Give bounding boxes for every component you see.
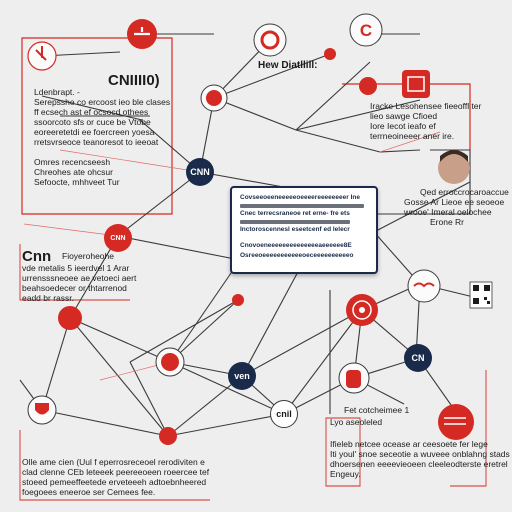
cnn-left-big: Cnn bbox=[22, 248, 52, 265]
top-right-heading: Hew Diatllill: bbox=[258, 60, 318, 71]
node-cnn-left: CNN bbox=[186, 158, 214, 186]
left-top-line-3: ssoorcoto sfs or cuce be Vtobe bbox=[34, 117, 151, 127]
left-top-lead: Ldenbrapt. - bbox=[34, 87, 80, 97]
bottom-right-line-4: Engeuy. bbox=[330, 469, 361, 479]
left-top-line-1: Serepsshe co ercoost ieo ble clases bbox=[34, 97, 171, 107]
node-cnn-small-label: CNN bbox=[110, 234, 126, 242]
red-ring-node bbox=[232, 294, 244, 306]
left-mid-line-3: Sefoocte, mhhveet Tur bbox=[34, 177, 120, 187]
bottom-right-line-2: Iti youl' snoe seceotie a wuveee onblahn… bbox=[330, 449, 512, 459]
left-mid-line-1: Omres recencseesh bbox=[34, 157, 111, 167]
left-top-line-5: rretsvrseoce teanoresot to ieeoat bbox=[34, 137, 159, 147]
bottom-right-lead: Fet cotcheimee 1 bbox=[344, 405, 410, 415]
red-square-icon bbox=[402, 70, 430, 98]
left-mid-line-2: Chreohes ate ohcsur bbox=[34, 167, 113, 177]
red-c-logo-icon bbox=[253, 23, 287, 57]
right-top-line-1: Iracke Lesohensee fieeoffl ter bbox=[370, 101, 482, 111]
node-cnil-label: cnil bbox=[276, 409, 292, 419]
card-line-2: Cnec terrecsraneoe ret erne- fre ets bbox=[240, 210, 350, 217]
red-small-node bbox=[324, 48, 336, 60]
bottom-left-line-2: clad clenne CEb leteeek peereeoeen roeer… bbox=[22, 467, 210, 477]
red-circle-icon-b: C bbox=[349, 13, 383, 47]
red-shield-icon bbox=[27, 395, 57, 425]
card-footer-1: Cnovoeneeeeeeeeeeeeeeaeeeeee8E bbox=[240, 242, 352, 249]
node-ven: ven bbox=[228, 362, 256, 390]
right-top-line-4: terrneoineeer aner ire. bbox=[370, 131, 455, 141]
node-ven-label: ven bbox=[234, 371, 250, 381]
red-node-icon bbox=[200, 84, 228, 112]
red-circle-icon-a bbox=[127, 19, 157, 49]
bottom-left-line-3: stoeed pemeeffeetede erveteeeh adtoebnhe… bbox=[22, 477, 207, 487]
red-target-node bbox=[346, 294, 378, 326]
node-cnn-small: CNN bbox=[104, 226, 132, 250]
right-person-line-4: Erone Rr bbox=[430, 217, 465, 227]
cnn-left-lead: Fioyeroheohe bbox=[62, 251, 114, 261]
cnn-left-line-3: beahsoedecer or thtarrenod bbox=[22, 283, 127, 293]
red-tag-node bbox=[104, 224, 132, 252]
node-cnn-right: CN bbox=[404, 344, 432, 372]
cnn-left-line-4: eadd br rassr. bbox=[22, 293, 74, 303]
card-line-3: Inctoroscennesl eseetcenf ed lelecr bbox=[240, 226, 350, 233]
node-cnn-left-label: CNN bbox=[190, 167, 210, 177]
right-top-line-3: Iore Iecot ieafo ef bbox=[370, 121, 436, 131]
bottom-right-line-1: Ifieleb netcee ocease ar ceesoete fer le… bbox=[330, 439, 488, 449]
left-top-title: CNIIII0) bbox=[108, 72, 160, 89]
bottom-left-line-4: foegoees eneeroe ser Cemees fee. bbox=[22, 487, 156, 497]
red-fist-icon bbox=[155, 347, 185, 377]
person-photo bbox=[438, 150, 470, 184]
node-cnil: cnil bbox=[270, 400, 298, 428]
glasses-icon bbox=[407, 269, 441, 303]
card-line-1: Covseeoeeneeeeeoeeeereeeeeeeer Ine bbox=[240, 194, 360, 201]
right-person-line-3: wrooe' Imeral oelochee bbox=[404, 207, 492, 217]
cnn-left-line-1: vde metalis 5 ieerdvel 1 Arar bbox=[22, 263, 130, 273]
left-top-line-2: ff ecsech ast ef ocsocd othees bbox=[34, 107, 149, 117]
card-bar bbox=[240, 204, 364, 208]
card-footer-2: Osreeoeeeeeeeeeeeoeceeeeeeeeeeo bbox=[240, 252, 354, 259]
svg-text:C: C bbox=[360, 21, 372, 40]
bottom-right-line-3: dhoersenen eeeevieoeen cleeleodterste er… bbox=[330, 459, 508, 469]
bottom-right-sub: Lyo aseoleled bbox=[330, 417, 383, 427]
cnn-left-line-2: urrensssneoee ae vetoeci aert bbox=[22, 273, 137, 283]
node-cnn-right-label: CN bbox=[411, 353, 425, 363]
qr-code-icon bbox=[469, 281, 493, 309]
right-person-line-1: Qed erroccrocaroaccue bbox=[420, 187, 509, 197]
left-top-line-4: eoreeretetdi ee foercreen yoesa bbox=[34, 127, 155, 137]
bottom-left-line-1: Olle ame cien (Uul f eperrosreceoel rero… bbox=[22, 457, 205, 467]
center-info-card: Covseeoeeneeeeeoeeeereeeeeeeer Ine Cnec … bbox=[230, 186, 378, 274]
red-fire-icon bbox=[58, 306, 82, 330]
right-top-line-2: lieo sawge Cfioed bbox=[370, 111, 438, 121]
card-bar bbox=[240, 220, 350, 224]
red-bird-icon bbox=[159, 427, 177, 445]
right-person-line-2: Gosse Ar Lieoe ee seoeoe bbox=[404, 197, 505, 207]
red-hand-icon bbox=[338, 362, 370, 394]
red-circle-icon-c bbox=[359, 77, 377, 95]
red-stripes-icon bbox=[438, 404, 474, 440]
red-pin-icon bbox=[27, 41, 57, 71]
